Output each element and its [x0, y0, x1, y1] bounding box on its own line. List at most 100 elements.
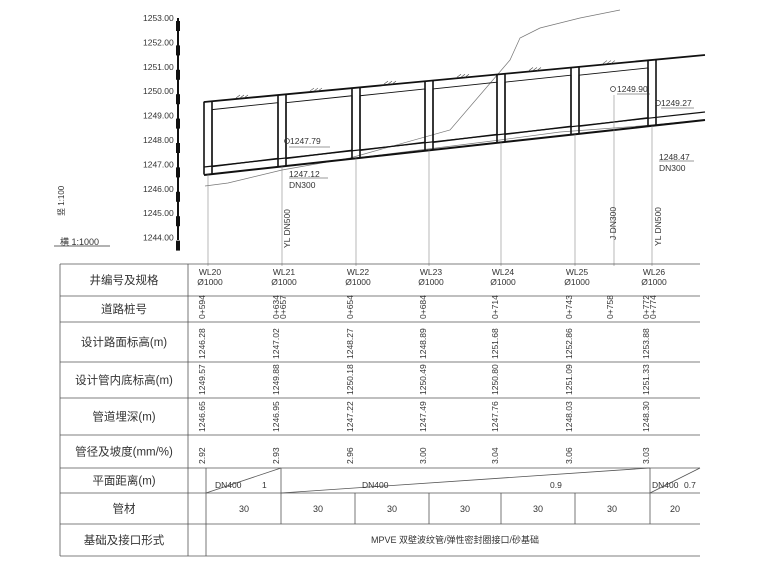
- well-size: Ø1000: [271, 277, 297, 287]
- branch-2: J DN300: [608, 207, 618, 240]
- well-slope-value: 3.06: [564, 447, 574, 464]
- invert-annotations: 1247.79 1247.12 DN300 1249.90 1249.27 12…: [284, 84, 694, 190]
- branch-labels: YL DN500 J DN300 YL DN500: [282, 207, 663, 248]
- extra-station-value: 0+758: [605, 295, 615, 319]
- box-bottom: [211, 157, 279, 168]
- elevation-tick-label: 1248.00: [143, 135, 174, 145]
- well-road-value: 1246.28: [197, 328, 207, 359]
- box-bottom: [432, 133, 498, 143]
- well-invert-value: 1251.09: [564, 364, 574, 395]
- well-size: Ø1000: [418, 277, 444, 287]
- distance-value: 30: [239, 504, 249, 514]
- well-invert-value: 1250.49: [418, 364, 428, 395]
- well-slope-value: 3.04: [490, 447, 500, 464]
- elevation-tick-label: 1244.00: [143, 233, 174, 243]
- elevation-tick-label: 1245.00: [143, 208, 174, 218]
- elevation-tick-label: 1253.00: [143, 13, 174, 23]
- well-road-value: 1247.02: [271, 328, 281, 359]
- row-label: 设计路面标高(m): [81, 335, 167, 349]
- elevation-tick-label: 1249.00: [143, 111, 174, 121]
- ground-hatch: [528, 67, 542, 71]
- well-slope-value: 3.00: [418, 447, 428, 464]
- box-bottom: [359, 141, 426, 151]
- distance-value: 20: [670, 504, 680, 514]
- well-id: WL25: [566, 267, 588, 277]
- well-invert-value: 1249.88: [271, 364, 281, 395]
- pipe-left: DN300: [289, 180, 316, 190]
- elevation-tick-label: 1251.00: [143, 62, 174, 72]
- invert-left-2: 1247.12: [289, 169, 320, 179]
- row-label: 管径及坡度(mm/%): [75, 445, 173, 459]
- well-road-value: 1248.27: [345, 328, 355, 359]
- ground-hatch: [383, 80, 397, 85]
- horizontal-scale-label: 横 1:1000: [60, 236, 99, 247]
- well-road-value: 1251.68: [490, 328, 500, 359]
- row-label: 基础及接口形式: [84, 534, 165, 547]
- well-station-value: 0+774: [648, 295, 658, 319]
- scale-note: 竖 1:100 横 1:1000: [54, 185, 110, 247]
- box-top: [211, 102, 279, 111]
- elevation-tick-label: 1252.00: [143, 37, 174, 47]
- well-depth-value: 1247.76: [490, 401, 500, 432]
- well-size: Ø1000: [345, 277, 371, 287]
- well-depth-value: 1246.95: [271, 401, 281, 432]
- box-bottom: [504, 125, 572, 136]
- box-bottom: [285, 149, 353, 160]
- well-id: WL24: [492, 267, 514, 277]
- slope-value: 0.7: [684, 480, 696, 490]
- branch-3: YL DN500: [653, 207, 663, 246]
- well-station-value: 0+634: [271, 295, 281, 319]
- distance-value: 30: [460, 504, 470, 514]
- row-label: 设计管内底标高(m): [75, 373, 173, 387]
- well-invert-value: 1249.57: [197, 364, 207, 395]
- well-depth-value: 1247.22: [345, 401, 355, 432]
- road-surface-line: [203, 54, 706, 103]
- well-invert-value: 1250.80: [490, 364, 500, 395]
- slope-value: 0.9: [550, 480, 562, 490]
- pipe-right: DN300: [659, 163, 686, 173]
- slope-diagonal: [649, 467, 701, 494]
- ground-hatch: [456, 74, 470, 78]
- well-slope-value: 2.96: [345, 447, 355, 464]
- box-top: [578, 67, 649, 76]
- well-id: WL20: [199, 267, 221, 277]
- box-top: [359, 88, 426, 97]
- row-label: 平面距离(m): [92, 474, 155, 488]
- well-invert-value: 1250.18: [345, 364, 355, 395]
- well-id: WL26: [643, 267, 665, 277]
- slope-dn: DN400: [652, 480, 679, 490]
- vertical-scale-label: 竖 1:100: [57, 185, 66, 216]
- elevation-tick-label: 1246.00: [143, 184, 174, 194]
- well-id: WL23: [420, 267, 442, 277]
- well-depth-value: 1248.30: [641, 401, 651, 432]
- well-size: Ø1000: [564, 277, 590, 287]
- well-station-value: 0+654: [345, 295, 355, 319]
- well-size: Ø1000: [490, 277, 516, 287]
- box-top: [285, 95, 353, 104]
- slope-diagonal: [205, 467, 282, 494]
- side-top: 1249.90: [617, 84, 648, 94]
- pipe-lines: [203, 111, 706, 176]
- well-depth-value: 1246.65: [197, 401, 207, 432]
- ground-hatch: [309, 87, 323, 92]
- row-label: 井编号及规格: [90, 273, 159, 287]
- well-station-value: 0+743: [564, 295, 574, 319]
- well-station-value: 0+684: [418, 295, 428, 319]
- distance-value: 30: [533, 504, 543, 514]
- slope-value: 1: [262, 480, 267, 490]
- box-top: [504, 74, 572, 83]
- well-id: WL22: [347, 267, 369, 277]
- row-label: 道路桩号: [101, 302, 147, 316]
- elevation-ruler: 1253.00 1252.00 1251.00 1250.00 1249.00 1248.…: [143, 13, 180, 251]
- invert-left: 1247.79: [290, 136, 321, 146]
- invert-right: 1249.27: [661, 98, 692, 108]
- well-station-value: 0+594: [197, 295, 207, 319]
- elevation-tick-label: 1250.00: [143, 86, 174, 96]
- well-slope-value: 2.92: [197, 447, 207, 464]
- row-label: 管道埋深(m): [92, 410, 155, 424]
- well-size: Ø1000: [641, 277, 667, 287]
- manhole-group: [203, 59, 657, 175]
- foundation-text: MPVE 双壁波纹管/弹性密封圈接口/砂基础: [371, 534, 539, 545]
